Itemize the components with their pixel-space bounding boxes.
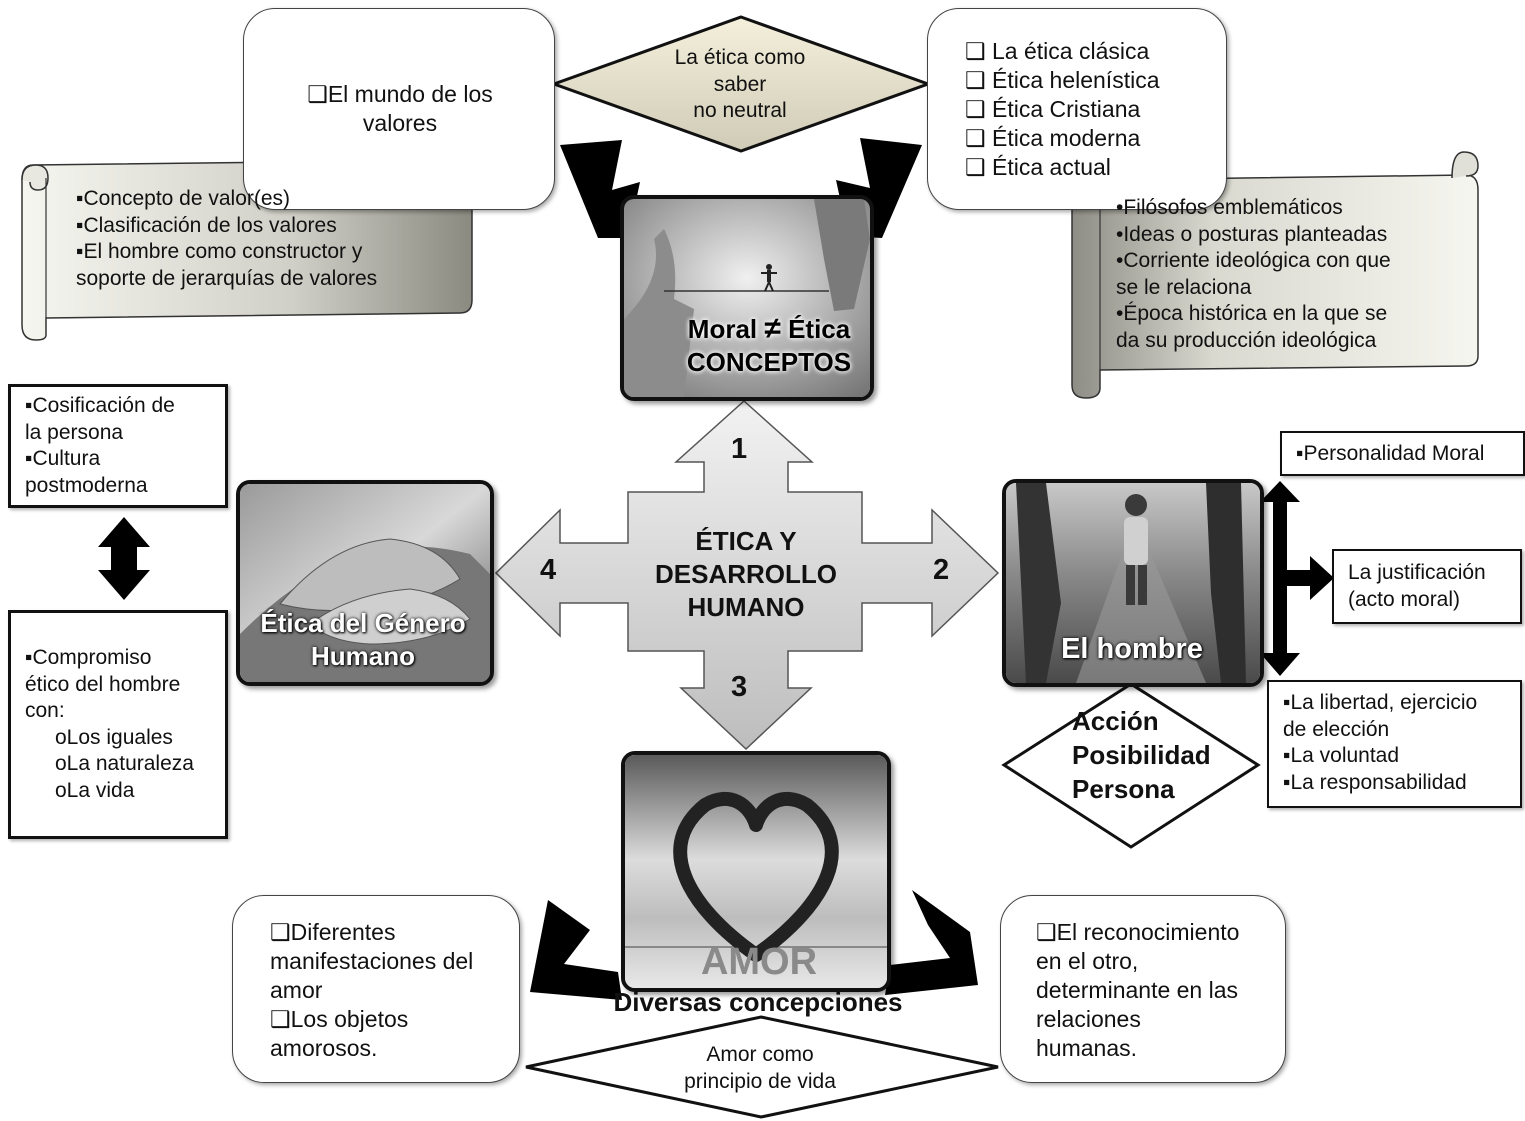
moral-etica-title: Moral ≠ Ética CONCEPTOS — [686, 312, 852, 377]
heart-dancers-image — [625, 755, 887, 988]
scroll-item: ▪Clasificación de los valores — [76, 213, 337, 237]
justificacion-text: La justificación (acto moral) — [1348, 561, 1486, 611]
amor-photo — [621, 751, 891, 992]
reconocimiento-text: ❑El reconocimiento en el otro, determina… — [1036, 919, 1240, 1061]
connector-arrow-bottom-right — [885, 890, 978, 995]
history-item: ❑ Ética actual — [965, 154, 1111, 180]
number-1: 1 — [731, 433, 748, 465]
scroll-item: •Ideas o posturas planteadas — [1116, 222, 1388, 246]
moral-etica-photo — [620, 195, 874, 401]
scroll-item: soporte de jerarquías de valores — [76, 266, 378, 290]
right-scroll-text: •Filósofos emblemáticos •Ideas o postura… — [1116, 195, 1391, 354]
bottom-diamond — [525, 1015, 999, 1119]
left-scroll-text: ▪Concepto de valor(es) ▪Clasificación de… — [76, 186, 377, 292]
scroll-item: da su producción ideológica — [1116, 328, 1377, 352]
personalidad-box — [1280, 431, 1525, 476]
justificacion-box — [1332, 549, 1522, 624]
number-2: 2 — [933, 554, 950, 586]
bottom-diamond-text: Amor como principio de vida — [684, 1043, 836, 1093]
top-diamond — [549, 15, 933, 153]
scroll-item: •Época histórica en la que se — [1116, 302, 1388, 325]
scroll-item: •Filósofos emblemáticos — [1116, 196, 1343, 219]
compromiso-text: ▪Compromiso ético del hombre con: oLos i… — [25, 646, 194, 802]
tightrope-hands-image — [624, 199, 870, 397]
left-double-arrow — [98, 517, 150, 600]
top-diamond-text: La ética como saber no neutral — [674, 46, 806, 122]
libertad-text: ▪La libertad, ejercicio de elección ▪La … — [1283, 691, 1478, 794]
central-four-way-arrow — [494, 399, 1000, 751]
cosificacion-box — [8, 384, 228, 508]
number-4: 4 — [540, 554, 557, 586]
values-box — [243, 8, 555, 210]
personalidad-text: ▪Personalidad Moral — [1296, 442, 1485, 465]
number-3: 3 — [731, 671, 748, 703]
scroll-item: ▪Concepto de valor(es) — [76, 187, 291, 210]
amor-title: AMOR — [700, 941, 818, 983]
right-diamond — [1001, 682, 1261, 849]
connector-arrow-bottom-left — [530, 900, 622, 1000]
compromiso-box — [8, 610, 228, 839]
family-walk-image — [1006, 483, 1260, 683]
center-title: ÉTICA Y DESARROLLO HUMANO — [655, 526, 837, 622]
hands-image — [240, 484, 490, 682]
libertad-box — [1267, 680, 1522, 808]
values-box-text: ❑El mundo de los valores — [307, 81, 493, 136]
right-bracket-arrow — [1260, 481, 1334, 676]
scroll-item: ▪El hombre como constructor y — [76, 240, 363, 263]
history-item: ❑ Ética Cristiana — [965, 96, 1141, 122]
history-item: ❑ Ética helenística — [965, 67, 1160, 93]
history-item: ❑ La ética clásica — [965, 38, 1150, 64]
reconocimiento-box — [1000, 895, 1286, 1083]
history-box — [927, 8, 1227, 210]
history-item: ❑ Ética moderna — [965, 125, 1141, 151]
hombre-photo — [1002, 479, 1264, 687]
genero-humano-title: Ética del Género Humano — [260, 608, 466, 671]
right-diamond-text: Acción Posibilidad Persona — [1072, 706, 1211, 804]
cosificacion-text: ▪Cosificación de la persona ▪Cultura pos… — [25, 394, 175, 497]
manifestaciones-text: ❑Diferentes manifestaciones del amor ❑Lo… — [270, 919, 474, 1061]
history-list: ❑ La ética clásica ❑ Ética helenística ❑… — [965, 37, 1160, 182]
manifestaciones-box — [232, 895, 520, 1083]
hombre-title: El hombre — [1061, 633, 1203, 665]
hands-photo — [236, 480, 494, 686]
not-equal-icon: ≠ — [764, 312, 781, 345]
scroll-item: •Corriente ideológica con que — [1116, 249, 1391, 272]
scroll-item: se le relaciona — [1116, 275, 1252, 299]
amor-caption: Diversas concepciones — [613, 987, 903, 1017]
